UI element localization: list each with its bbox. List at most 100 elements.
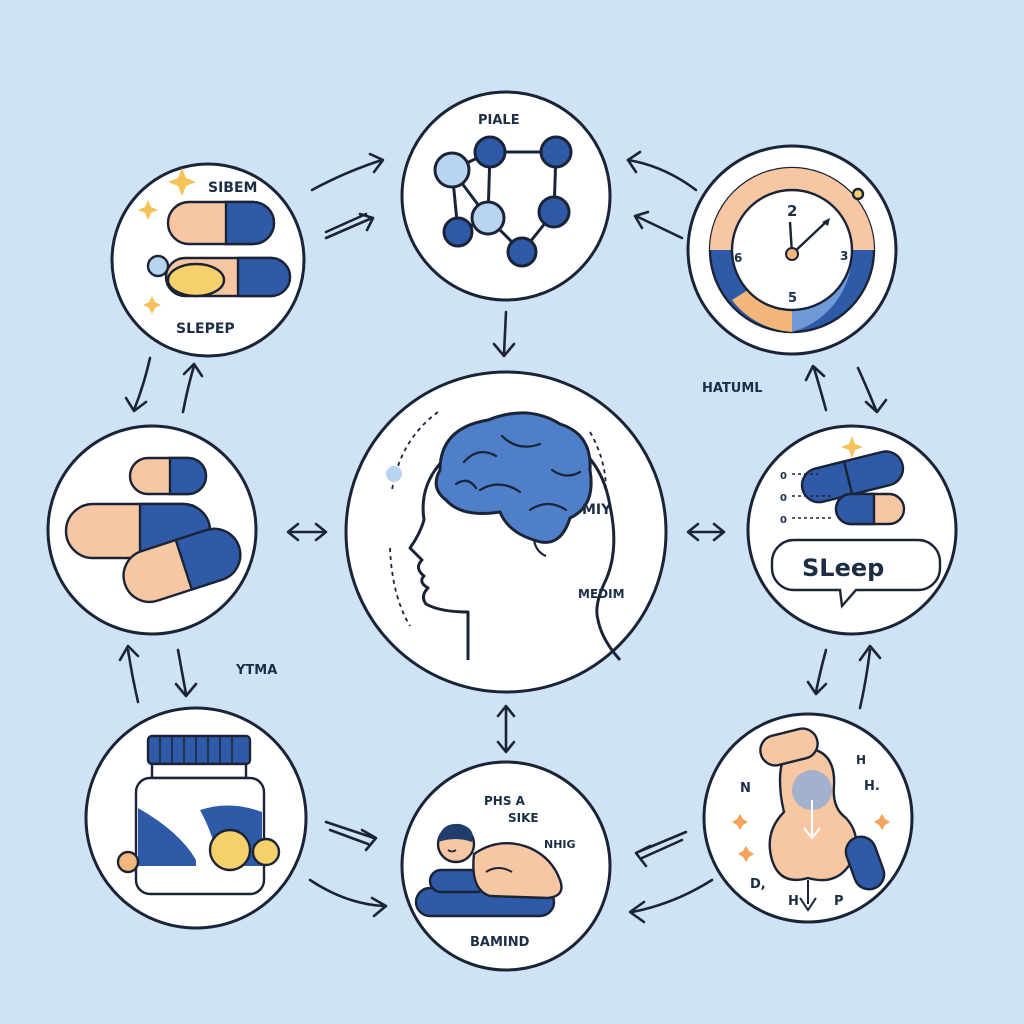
arrow-up-mr-tr [804, 364, 828, 412]
arrow-up-ml-tl [181, 362, 204, 414]
arrow-double-br-bc [634, 830, 688, 868]
clock-segment [792, 168, 874, 250]
sparkle-icon [168, 168, 196, 196]
clock-number: 6 [734, 251, 742, 265]
sparkle-icon [143, 296, 161, 314]
letter-p: P [834, 894, 844, 909]
pill-chat-icon [770, 450, 942, 609]
sparkle-icon [732, 814, 748, 830]
floating-label-hatuml: HATUML [702, 381, 763, 396]
sleeping-person-icon [414, 823, 563, 918]
arrow-bi-c-mr [686, 522, 726, 542]
capsules-icon [146, 200, 292, 298]
clock-segment [792, 250, 853, 332]
arrow-down-tl-ml [124, 356, 152, 413]
small-pill-yellow [166, 262, 226, 298]
list-marker: 0 [780, 515, 787, 526]
arrow-curve-bl-bc [308, 878, 388, 918]
atom [442, 216, 474, 248]
molecule-icon [433, 135, 573, 268]
clock-segment [732, 290, 792, 332]
sparkle-icon [841, 436, 863, 458]
node-bottom-right: N H. H D, H P [702, 712, 914, 924]
arrow-up-bl-ml [118, 644, 140, 704]
node-center-label-2: MEDIM [578, 587, 625, 601]
closed-eye [447, 849, 457, 853]
brain-folds [454, 434, 582, 512]
sleep-bubble-text: SLeep [802, 554, 884, 582]
clock-minute-hand [791, 221, 827, 255]
node-center: MIY MEDIM [344, 370, 668, 694]
node-bottom-center-label-3: NHIG [544, 838, 576, 851]
pill-3-cap [174, 527, 242, 592]
clock-icon [708, 166, 876, 334]
letter-h: H. [864, 779, 880, 794]
clock-number: 2 [787, 202, 797, 220]
pill-peach [759, 727, 819, 767]
node-top-left: SIBEM SLEPEP [110, 162, 306, 358]
floating-label-ytma: YTMA [235, 663, 277, 678]
pill-1-cap [168, 456, 208, 496]
pill-1-half [800, 459, 854, 504]
arrow-curve-tc-tr [626, 158, 698, 192]
brain-stem [532, 539, 547, 558]
atom [537, 195, 571, 229]
stomach-glow [792, 770, 832, 810]
arrow-head-tl-tc [368, 152, 385, 174]
sparkle-icon [138, 200, 158, 220]
atom [473, 135, 507, 169]
clock-number: 3 [840, 249, 848, 263]
node-bottom-center-label-2: SIKE [508, 811, 539, 825]
pill-2-cap [834, 492, 876, 526]
arrow-up-br-mr [858, 644, 882, 710]
node-top-right: 2 3 6 5 [686, 144, 898, 356]
letter-h-bottom: H [788, 894, 799, 909]
clock-hand-tip [822, 218, 830, 226]
arrow-curve-br-bc [628, 878, 714, 924]
node-center-label-1: MIY [582, 502, 612, 518]
bottle-neck [150, 762, 248, 780]
letter-h-small: H [856, 753, 866, 767]
node-top-center: PIALE [400, 90, 612, 302]
arrow-down-mr-br [806, 648, 828, 696]
supplement-bottle-icon [116, 734, 281, 896]
arrow-down-tr-mr [856, 366, 888, 414]
clock-number: 5 [788, 291, 797, 306]
brain-head-icon [408, 411, 622, 662]
list-marker: 0 [780, 471, 787, 482]
atom [506, 236, 538, 268]
cap-ridges [159, 736, 233, 764]
node-top-center-label: PIALE [478, 113, 520, 128]
stomach-arrow [803, 800, 821, 840]
atom [433, 151, 471, 189]
list-marker: 0 [780, 493, 787, 504]
arrow-down-ml-bl [174, 648, 198, 698]
arrow-curve-tl-tc [310, 158, 384, 192]
down-arrow-icon [799, 880, 817, 912]
digestion-icon [732, 727, 890, 912]
letter-n: N [740, 781, 751, 796]
bottle-cap [146, 734, 252, 766]
arrow-head-tc-tr [626, 150, 642, 174]
arrow-bi-c-bc [496, 704, 516, 754]
capsule-2-cap [236, 256, 292, 298]
atom [470, 200, 506, 236]
pill-round [251, 837, 281, 867]
dashed-arc [389, 547, 411, 627]
clock-pivot [785, 247, 799, 261]
brain [434, 411, 593, 544]
atom [539, 135, 573, 169]
dot-icon [851, 187, 865, 201]
letter-d: D, [750, 877, 766, 892]
node-top-left-label-bottom: SLEPEP [176, 321, 235, 337]
pill-navy [844, 835, 886, 891]
sparkle-icon [738, 846, 754, 862]
node-top-left-label-top: SIBEM [208, 180, 257, 196]
pills-icon [64, 456, 242, 604]
capsule-1-cap [224, 200, 276, 246]
hair [438, 823, 473, 842]
node-middle-left [46, 424, 258, 636]
arrow-double-tr-tc [633, 210, 684, 240]
list-lines [792, 473, 832, 519]
body [472, 842, 563, 900]
